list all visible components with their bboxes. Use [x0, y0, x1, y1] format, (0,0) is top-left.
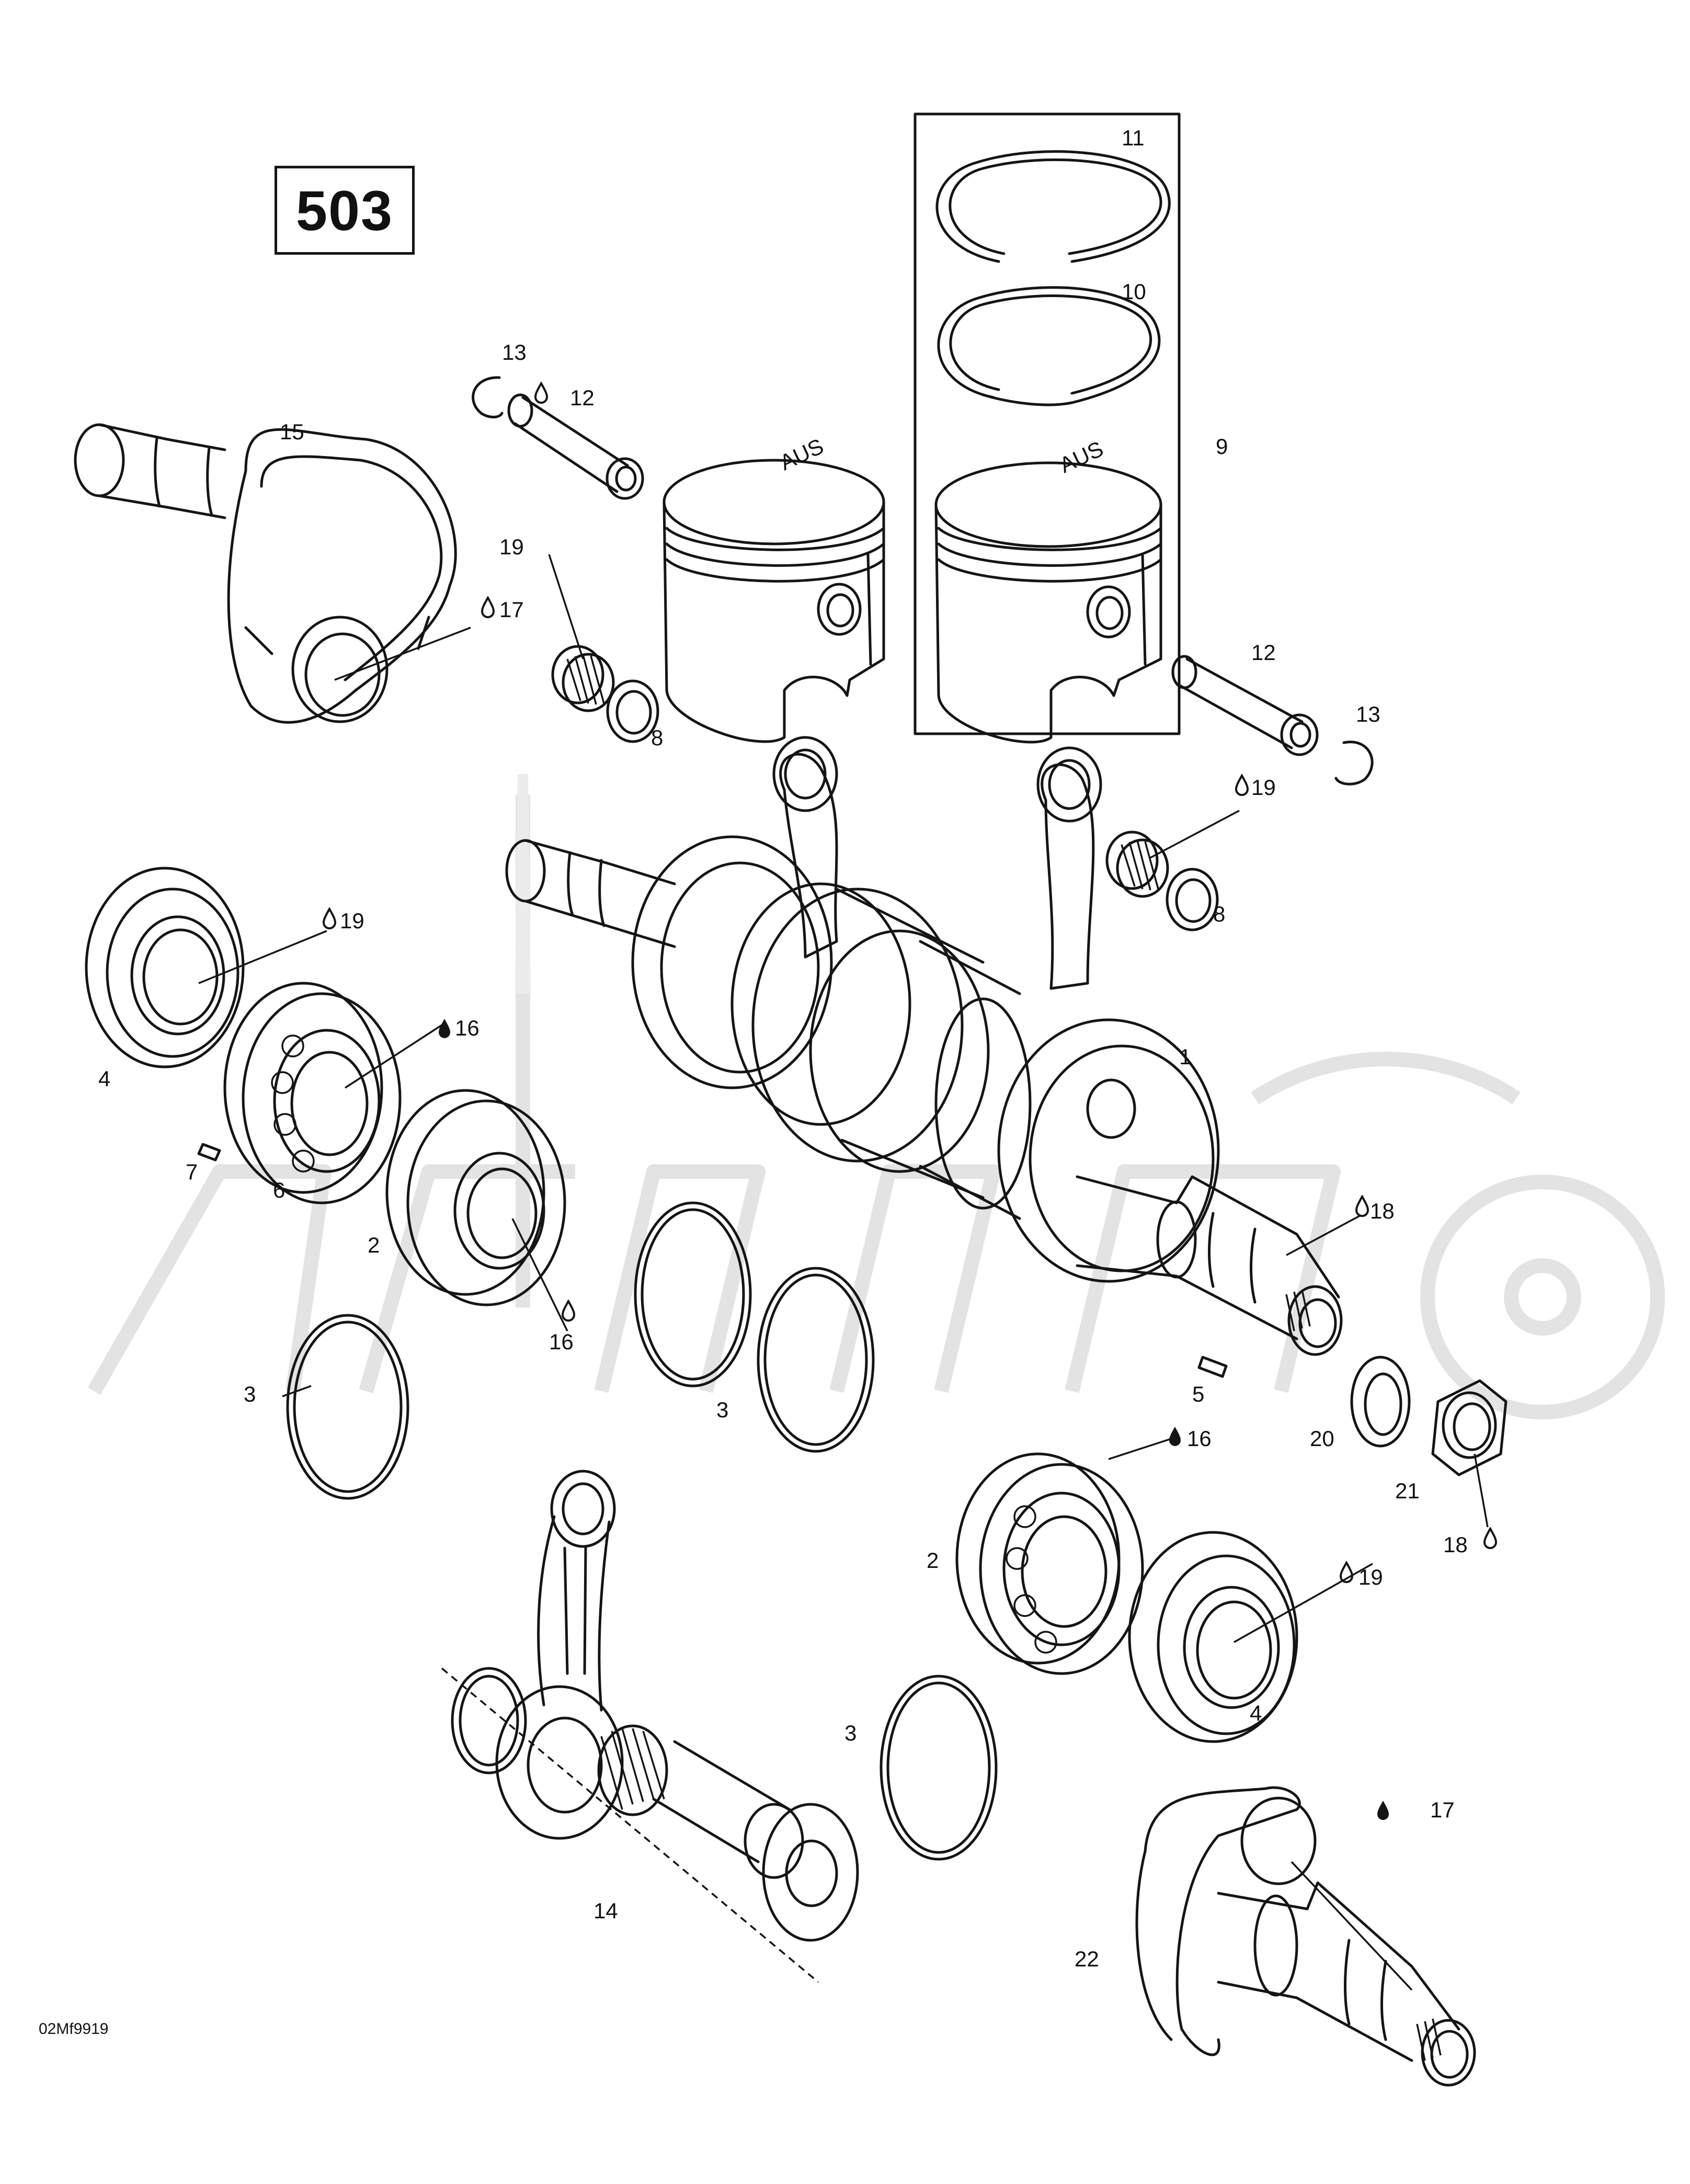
- crankshaft-assembly: [505, 736, 1343, 1356]
- callout-9: 9: [1216, 434, 1228, 459]
- callout-16-left: 16: [455, 1016, 479, 1040]
- callout-11: 11: [1122, 126, 1145, 150]
- ball-bearing-left: [223, 982, 402, 1204]
- ball-bearing-left-inner: [385, 1089, 566, 1306]
- lube-drop-17-left-icon: [481, 597, 495, 618]
- lube-drop-19-left-icon: [323, 908, 336, 929]
- piston-pin-left: [507, 393, 644, 500]
- piston-kit-box: [913, 112, 1181, 735]
- callout-2-right: 2: [927, 1548, 939, 1573]
- callout-labels: 11 10 9 13 12 15 19 17 8 12 13 19 8 19 1…: [98, 126, 1468, 1971]
- lube-drop-18-stub-icon: [1355, 1196, 1369, 1217]
- oil-seal-right: [1128, 1531, 1298, 1743]
- callout-19-seal: 19: [1358, 1565, 1383, 1589]
- piston-marking-right: AUS: [1056, 436, 1107, 477]
- connecting-rod-kit: [441, 1470, 859, 1983]
- o-ring-center-a: [634, 1201, 752, 1387]
- callout-17-left: 17: [499, 597, 524, 622]
- watermark-logo: [87, 774, 1665, 1419]
- oil-seal-left: [85, 867, 245, 1068]
- lube-drop-18-nut-icon: [1483, 1528, 1497, 1549]
- callout-4-left: 4: [98, 1066, 110, 1091]
- callout-1: 1: [1179, 1044, 1191, 1069]
- callout-20: 20: [1310, 1426, 1334, 1451]
- callout-17-right: 17: [1430, 1798, 1455, 1822]
- callout-7: 7: [186, 1159, 198, 1184]
- callout-10: 10: [1122, 279, 1146, 304]
- grease-drop-16-left-icon: [439, 1019, 450, 1038]
- callout-13-right: 13: [1356, 702, 1380, 726]
- lube-drop-19-right-icon: [1235, 775, 1249, 796]
- needle-bearing-right: [1105, 831, 1169, 898]
- piston-marking-left: AUS: [776, 434, 827, 475]
- lube-drop-16-center-icon: [562, 1300, 575, 1322]
- callout-13-top: 13: [502, 340, 527, 365]
- diagram-title-box: 503: [275, 166, 415, 255]
- callout-3-lower: 3: [844, 1721, 857, 1745]
- callout-12-top: 12: [570, 385, 595, 410]
- callout-18-nut: 18: [1443, 1532, 1468, 1557]
- callout-16-center: 16: [549, 1329, 574, 1354]
- callout-19-top: 19: [499, 534, 524, 559]
- crankshaft-nut: [1431, 1379, 1508, 1476]
- callout-3-center: 3: [716, 1397, 728, 1422]
- crank-half-left: [74, 423, 457, 724]
- grease-drop-17-right-icon: [1377, 1801, 1389, 1820]
- callout-8-right: 8: [1213, 902, 1225, 926]
- callout-3-left: 3: [244, 1382, 256, 1406]
- callout-22: 22: [1075, 1947, 1099, 1971]
- ball-bearing-right: [955, 1452, 1144, 1675]
- reference-code: 02Mf9919: [39, 2020, 109, 2038]
- needle-bearing-left: [551, 645, 615, 712]
- callout-4-right: 4: [1250, 1701, 1262, 1725]
- callout-21: 21: [1395, 1478, 1420, 1503]
- callout-8-left: 8: [651, 725, 663, 750]
- o-ring-center-b: [757, 1267, 875, 1453]
- thrust-washer-left: [606, 679, 659, 743]
- woodruff-key-right: [1197, 1356, 1228, 1378]
- o-ring-left: [286, 1314, 409, 1500]
- callout-16-right: 16: [1187, 1426, 1212, 1451]
- grease-drop-16-right-icon: [1169, 1427, 1181, 1446]
- callout-2-left: 2: [368, 1233, 380, 1257]
- lock-washer: [1350, 1356, 1411, 1448]
- piston-right: AUS: [934, 436, 1162, 744]
- callout-5: 5: [1192, 1382, 1204, 1406]
- callout-19-right: 19: [1251, 775, 1276, 800]
- o-ring-lower: [880, 1675, 998, 1861]
- diagram-title: 503: [295, 178, 394, 242]
- lube-drop-19-top-icon: [534, 382, 548, 404]
- thrust-washer-right: [1166, 868, 1219, 931]
- callout-19-left: 19: [340, 908, 364, 933]
- callout-18-stub: 18: [1370, 1199, 1395, 1223]
- callout-14: 14: [593, 1898, 618, 1923]
- callout-12-right: 12: [1251, 640, 1276, 665]
- leader-lines: [198, 554, 1489, 1991]
- locating-pin-left: [197, 1143, 221, 1162]
- piston-ring-top: [935, 150, 1171, 263]
- circlip-right: [1334, 741, 1374, 786]
- piston-left: AUS: [663, 434, 885, 743]
- piston-ring-second: [937, 286, 1161, 406]
- circlip-left: [472, 376, 504, 418]
- callout-15: 15: [280, 419, 304, 444]
- piston-pin-right: [1171, 655, 1319, 756]
- callout-6: 6: [273, 1178, 285, 1202]
- crank-half-right: [1135, 1786, 1476, 2087]
